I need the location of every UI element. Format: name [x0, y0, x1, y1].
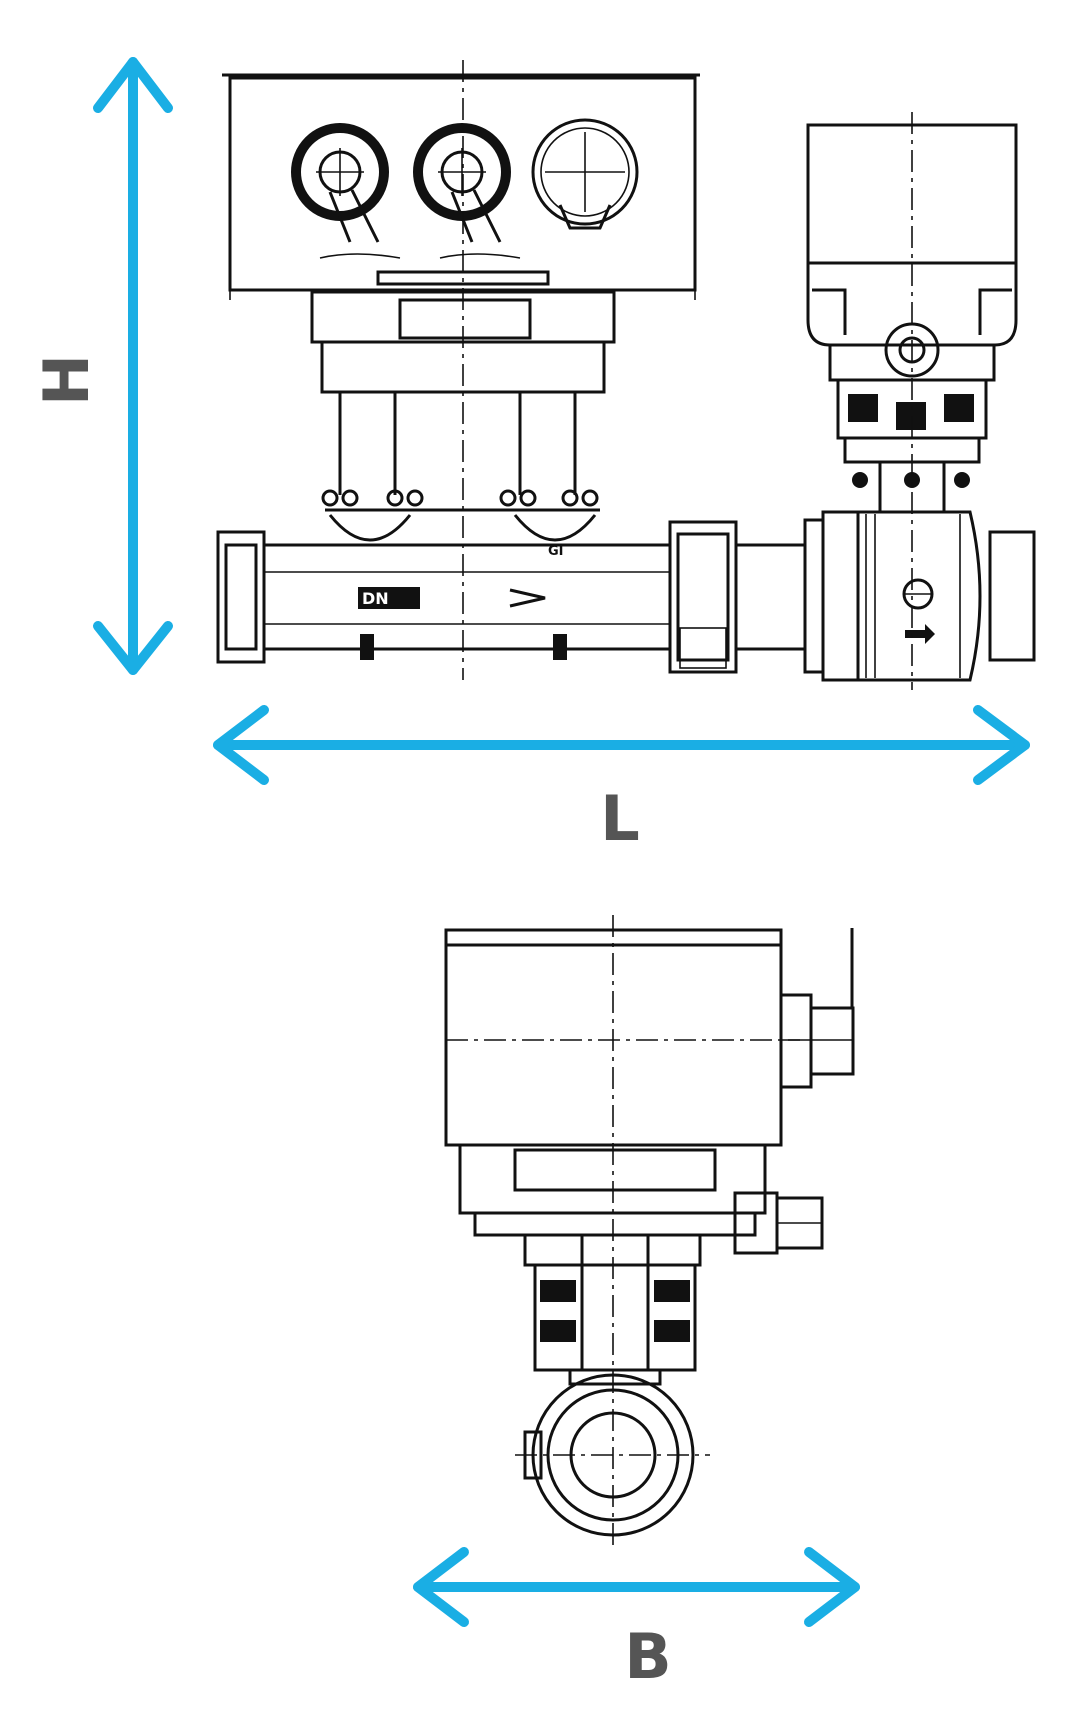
front-coupling — [533, 1233, 697, 1386]
side-view: DN GI — [216, 60, 1036, 690]
meter-head-box — [222, 73, 700, 300]
union-nut — [668, 520, 805, 674]
cable-gland-1 — [291, 123, 389, 243]
height-dimension: H — [30, 57, 173, 675]
length-label: L — [600, 782, 640, 855]
width-dimension: B — [413, 1547, 860, 1693]
height-label: H — [30, 354, 103, 406]
measuring-tube: DN GI — [216, 530, 670, 664]
front-neck — [458, 1143, 824, 1267]
cable-gland-2 — [413, 123, 511, 243]
double-headed-arrow-icon — [93, 57, 173, 675]
length-dimension: L — [213, 705, 1030, 855]
port-mark-text: GI — [548, 544, 564, 559]
width-label: B — [624, 1620, 671, 1693]
flow-direction-text: DN — [362, 589, 389, 608]
blind-plug — [531, 118, 639, 230]
front-view — [444, 915, 855, 1545]
ball-valve-body — [803, 510, 1036, 682]
double-headed-arrow-icon — [213, 705, 1030, 785]
front-head-box — [444, 928, 855, 1147]
flange-bolts — [321, 489, 599, 507]
double-headed-arrow-icon — [413, 1547, 860, 1627]
